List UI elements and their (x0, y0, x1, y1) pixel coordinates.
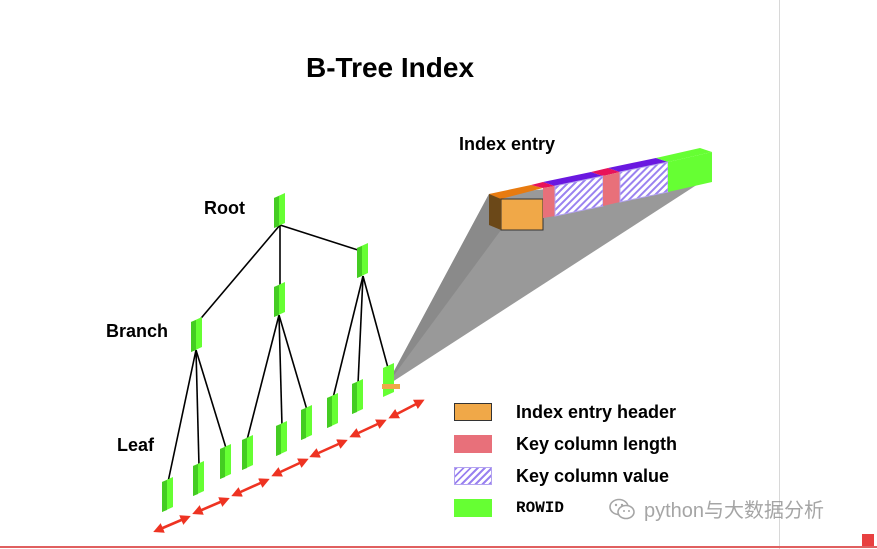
watermark-text: python与大数据分析 (644, 500, 825, 522)
branch-label: Branch (106, 321, 169, 341)
leaf-node (382, 363, 400, 397)
slide-title: B-Tree Index (305, 52, 475, 83)
bottom-rule (0, 546, 877, 548)
legend-item: Key column length (454, 428, 677, 460)
legend-label: Key column value (516, 465, 670, 486)
leaf-node (220, 444, 231, 479)
leaf-node (162, 477, 173, 512)
leaf-link-arrows (153, 399, 425, 533)
branch-node (357, 243, 368, 278)
legend-label: Key column length (516, 433, 678, 454)
root-label: Root (204, 198, 245, 218)
leaf-node (352, 379, 363, 414)
branch-node (274, 282, 285, 317)
legend-item: Index entry header (454, 396, 677, 428)
legend-label: Index entry header (516, 401, 677, 422)
index-entry-bar (489, 148, 712, 231)
legend-item: ROWID (454, 492, 677, 524)
slide-edge-rule (779, 0, 780, 549)
legend: Index entry header Key column length Key… (454, 396, 677, 524)
root-node (274, 193, 285, 228)
watermark: python与大数据分析 (608, 494, 824, 523)
legend-item: Key column value (454, 460, 677, 492)
header-swatch (454, 403, 492, 421)
length-swatch (454, 435, 492, 453)
value-swatch (454, 467, 492, 485)
rowid-swatch (454, 499, 492, 517)
tree-edges (167, 224, 389, 483)
leaf-node (242, 435, 253, 470)
leaf-node (276, 421, 287, 456)
branch-node (191, 317, 202, 352)
leaf-label: Leaf (117, 435, 155, 455)
projection-cone (386, 175, 712, 386)
leaf-node (301, 405, 312, 440)
leaf-node (327, 393, 338, 428)
leaf-node (193, 461, 204, 496)
wechat-icon (609, 498, 635, 519)
corner-mark (862, 534, 874, 546)
index-entry-label: Index entry (459, 134, 556, 154)
legend-label: ROWID (516, 499, 565, 517)
